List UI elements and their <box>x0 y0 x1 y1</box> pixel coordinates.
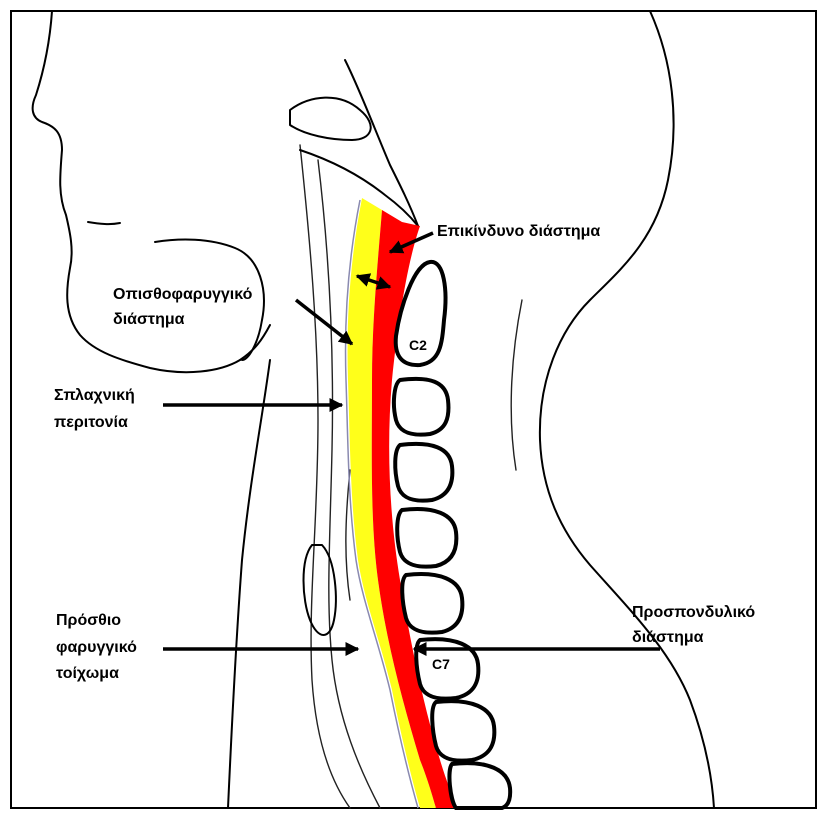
vertebra-body <box>393 441 455 503</box>
danger-space <box>371 210 458 808</box>
spaces <box>344 198 458 809</box>
label-anterior-line2: φαρυγγικό <box>56 639 137 656</box>
label-visceral-line1: Σπλαχνική <box>54 387 135 404</box>
vertebra-body <box>391 376 451 437</box>
label-danger-space: Επικίνδυνο διάστημα <box>437 223 600 240</box>
vertebra-label-c2: C2 <box>409 337 427 353</box>
vertebra-body <box>447 761 513 810</box>
cervical-vertebrae: C2 C7 <box>391 260 513 810</box>
pointer-arrows <box>163 231 660 656</box>
label-retropharyngeal-line1: Οπισθοφαρυγγικό <box>113 286 253 303</box>
label-prevertebral-line1: Προσπονδυλικό <box>632 604 755 621</box>
head-profile <box>31 10 381 809</box>
space-width-arrow <box>355 273 392 290</box>
retropharyngeal-arrow <box>294 298 354 346</box>
danger-space-arrow <box>388 231 434 254</box>
fascia-line <box>344 199 419 809</box>
vertebra-body <box>430 699 497 763</box>
label-visceral-line2: περιτονία <box>54 414 128 431</box>
posterior-neck <box>510 10 715 809</box>
vertebra-body <box>395 507 459 569</box>
labels: Επικίνδυνο διάστημα Οπισθοφαρυγγικό διάσ… <box>54 223 755 682</box>
label-anterior-line3: τοίχωμα <box>56 665 119 682</box>
label-anterior-line1: Πρόσθιο <box>56 612 121 629</box>
label-retropharyngeal-line2: διάστημα <box>113 311 185 328</box>
vertebra-label-c7: C7 <box>432 656 450 672</box>
retropharyngeal-space <box>347 198 436 808</box>
vertebra-body <box>400 572 465 635</box>
palate-region <box>289 59 419 227</box>
vertebra-c2 <box>393 260 448 368</box>
label-prevertebral-line2: διάστημα <box>632 629 704 646</box>
